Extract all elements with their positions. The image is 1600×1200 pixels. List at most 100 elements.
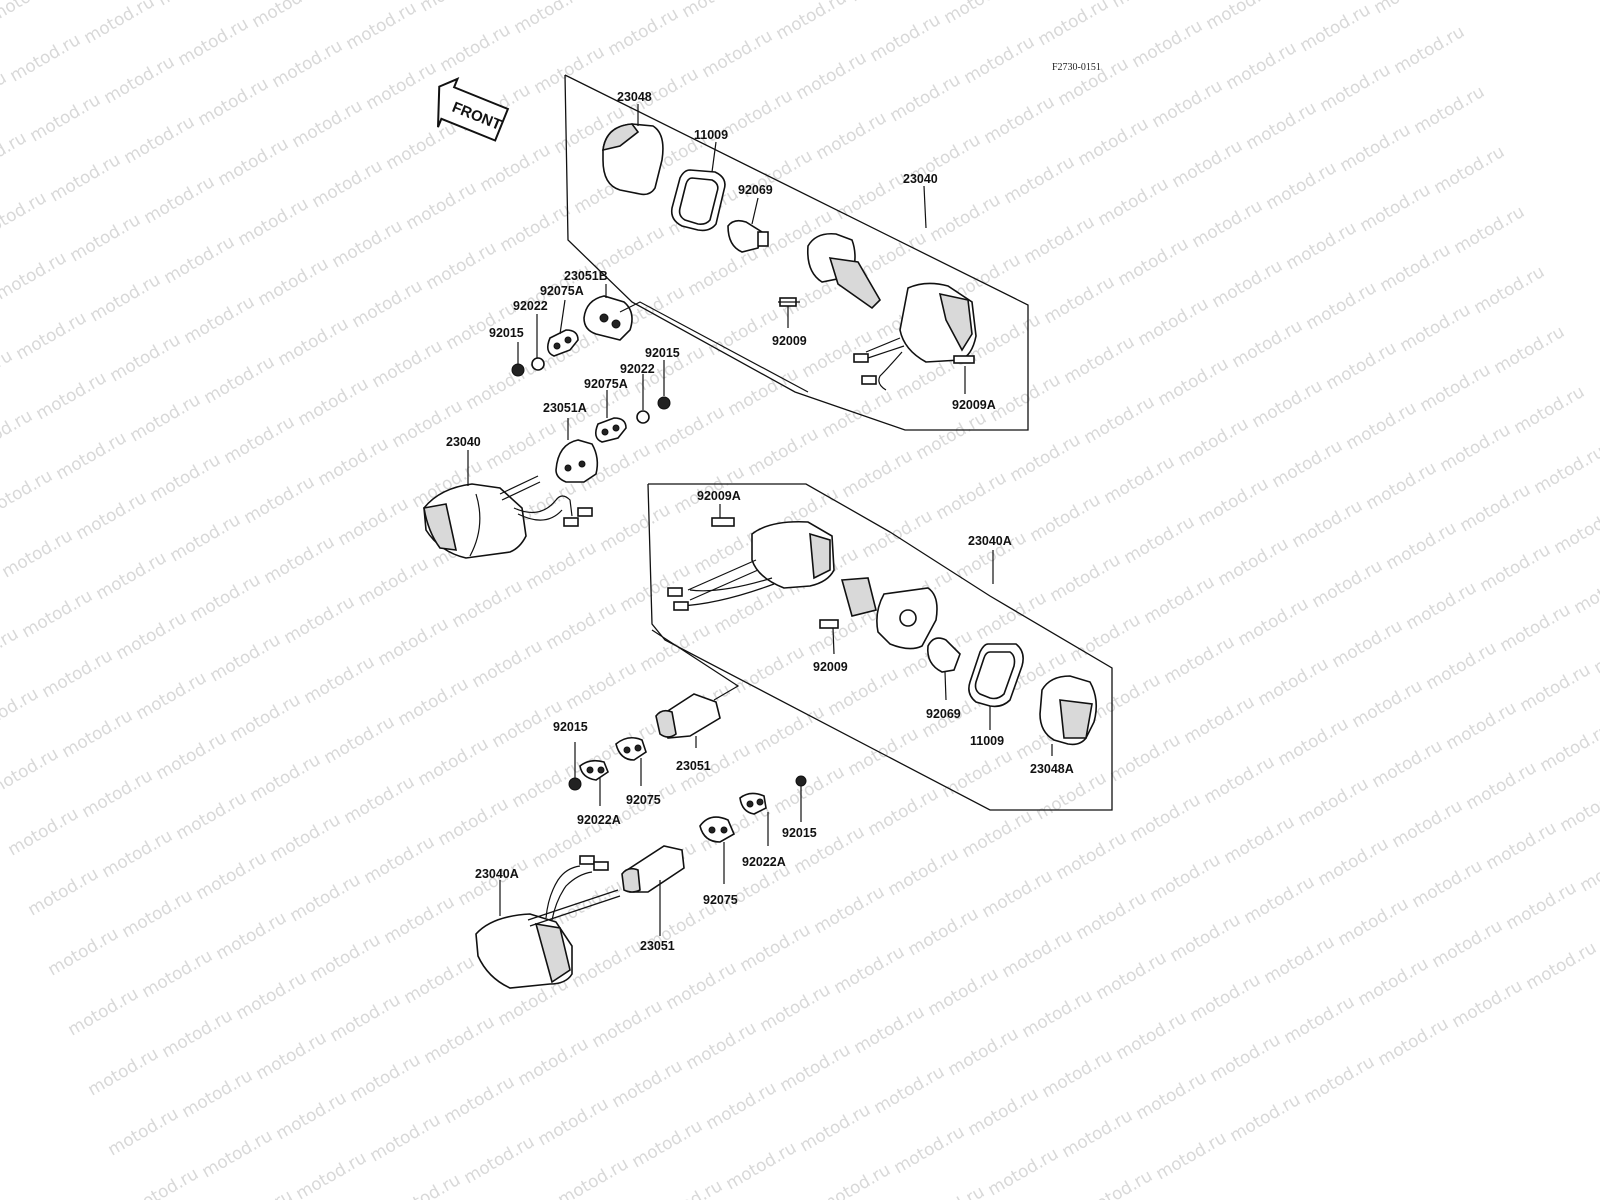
label-92075A-top: 92075A [540, 284, 584, 298]
watermark-text: motod.ru [455, 854, 533, 910]
watermark-text: motod.ru [269, 36, 347, 92]
watermark-text: motod.ru [363, 58, 441, 114]
watermark-text: motod.ru [845, 724, 923, 780]
label-92022A-right: 92022A [742, 855, 786, 869]
watermark-text: motod.ru [85, 1044, 163, 1100]
label-92075A-mid: 92075A [584, 377, 628, 391]
watermark-text: motod.ru [1147, 850, 1225, 906]
watermark-text: motod.ru [1007, 430, 1085, 486]
watermark-text: motod.ru [395, 674, 473, 730]
watermark-text: motod.ru [813, 108, 891, 164]
watermark-text: motod.ru [851, 1002, 929, 1058]
watermark-text: motod.ru [1375, 1014, 1453, 1070]
watermark-text: motod.ru [805, 604, 883, 660]
watermark-text: motod.ru [355, 554, 433, 610]
watermark-text: motod.ru [1113, 1008, 1191, 1064]
watermark-text: motod.ru [569, 936, 647, 992]
plate-92075-mid [615, 736, 647, 761]
watermark-text: motod.ru [0, 248, 70, 304]
nut-92015-mid [657, 396, 671, 410]
watermark-text: motod.ru [207, 630, 285, 686]
leader-lines [467, 104, 1053, 936]
watermark-text: motod.ru [1033, 768, 1111, 824]
watermark-text: motod.ru [1335, 894, 1413, 950]
watermark-text: motod.ru [1315, 834, 1393, 890]
watermark-text: motod.ru [193, 848, 271, 904]
watermark-text: motod.ru [1363, 458, 1441, 514]
lens-23048 [602, 123, 664, 196]
watermark-text: motod.ru [985, 1144, 1063, 1200]
watermark-text: motod.ru [1249, 376, 1327, 432]
watermark-text: motod.ru [235, 194, 313, 250]
watermark-text: motod.ru [1301, 1052, 1379, 1108]
screw-92009-upper [778, 297, 800, 307]
watermark-text: motod.ru [343, 0, 421, 54]
watermark-text: motod.ru [651, 402, 729, 458]
watermark-text: motod.ru [253, 1028, 331, 1084]
label-23048: 23048 [617, 90, 652, 104]
watermark-text: motod.ru [309, 156, 387, 212]
watermark-text: motod.ru [1371, 0, 1449, 18]
watermark-text: motod.ru [199, 1126, 277, 1182]
watermark-text: motod.ru [523, 538, 601, 594]
watermark-text: motod.ru [1523, 938, 1600, 994]
watermark-text: motod.ru [1377, 240, 1455, 296]
watermark-text: motod.ru [261, 532, 339, 588]
bulb-92069 [727, 219, 769, 253]
watermark-text: motod.ru [247, 750, 325, 806]
lens-23048A [1039, 675, 1098, 746]
watermark-text: motod.ru [1503, 878, 1581, 934]
watermark-text: motod.ru [1093, 948, 1171, 1004]
watermark-text: motod.ru [1243, 98, 1321, 154]
watermark-text: motod.ru [1343, 398, 1421, 454]
watermark-text: motod.ru [1021, 212, 1099, 268]
watermark-text: motod.ru [1397, 300, 1475, 356]
watermark-text: motod.ru [1591, 622, 1600, 678]
watermark-text: motod.ru [1477, 540, 1555, 596]
watermark-text: motod.ru [159, 1006, 237, 1062]
watermark-text: motod.ru [1215, 534, 1293, 590]
turn-signal-23040-left [423, 475, 593, 559]
label-23051-bottom: 23051 [640, 939, 675, 953]
watermark-text: motod.ru [1121, 512, 1199, 568]
watermark-text: motod.ru [925, 964, 1003, 1020]
watermark-text: motod.ru [941, 0, 1019, 28]
watermark-text: motod.ru [1391, 22, 1469, 78]
watermark-text: motod.ru [705, 304, 783, 360]
watermark-text: motod.ru [367, 1110, 445, 1166]
label-92015-top-left: 92015 [489, 326, 524, 340]
label-92009A-right: 92009A [697, 489, 741, 503]
watermark-text: motod.ru [1517, 660, 1595, 716]
watermark-text: motod.ru [179, 1066, 257, 1122]
label-23040A-bottom: 23040A [475, 867, 519, 881]
watermark-text: motod.ru [401, 952, 479, 1008]
watermark-text: motod.ru [107, 330, 185, 386]
watermark-text: motod.ru [737, 920, 815, 976]
watermark-text: motod.ru [1101, 452, 1179, 508]
watermark-text: motod.ru [1053, 828, 1131, 884]
watermark-text: motod.ru [347, 1050, 425, 1106]
watermark-text: motod.ru [65, 984, 143, 1040]
watermark-text: motod.ru [1337, 120, 1415, 176]
label-92075-bottom: 92075 [703, 893, 738, 907]
watermark-text: motod.ru [81, 0, 159, 48]
watermark-text: motod.ru [483, 418, 561, 474]
watermark-text: motod.ru [1175, 414, 1253, 470]
watermark-text: motod.ru [1537, 720, 1600, 776]
watermark-text: motod.ru [1081, 392, 1159, 448]
watermark-text: motod.ru [1497, 600, 1575, 656]
watermark-text: motod.ru [987, 370, 1065, 426]
washer-92022-upper [531, 357, 545, 371]
watermark-text: motod.ru [1457, 480, 1535, 536]
watermark-text: motod.ru [933, 468, 1011, 524]
part-labels: 23048 11009 92069 23040 23051B 92075A 92… [446, 90, 1074, 953]
watermark-text: motod.ru [597, 500, 675, 556]
watermark-text: motod.ru [1181, 692, 1259, 748]
watermark-text: motod.ru [1019, 986, 1097, 1042]
watermark-text: motod.ru [1283, 218, 1361, 274]
watermark-text: motod.ru [945, 1024, 1023, 1080]
watermark-text: motod.ru [549, 876, 627, 932]
watermark-text: motod.ru [1195, 474, 1273, 530]
watermark-text: motod.ru [887, 70, 965, 126]
